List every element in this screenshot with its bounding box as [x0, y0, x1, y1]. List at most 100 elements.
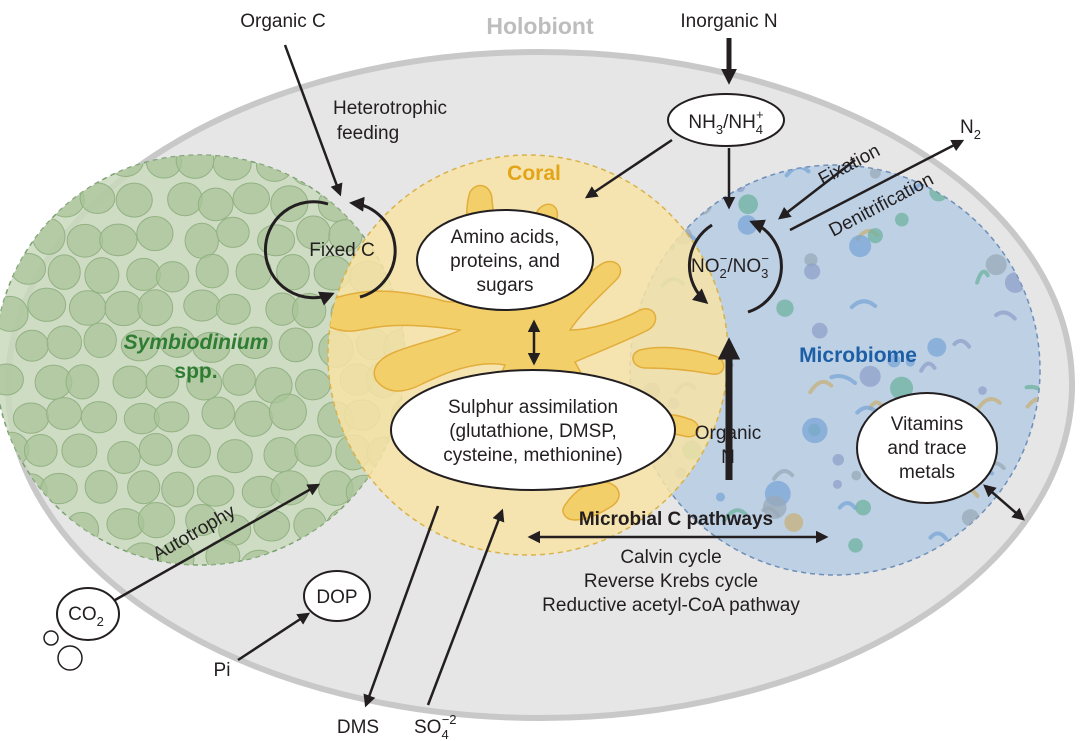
svg-text:metals: metals: [899, 462, 955, 483]
microbe-cell: [978, 386, 987, 395]
symbiodinium-cell: [0, 363, 24, 396]
symbiodinium-cell: [47, 254, 81, 290]
microbe-cell: [869, 167, 881, 179]
symbiodinium-cell: [12, 539, 47, 565]
symbiodinium-cell: [99, 223, 138, 257]
microbe-rod: [1003, 201, 1021, 213]
microbe-cell: [867, 228, 883, 244]
symbiodinium-cell: [40, 472, 78, 505]
amino-acids-node: Amino acids, proteins, and sugars: [416, 209, 594, 311]
bubble-small: [43, 630, 59, 646]
symbiodinium-cell: [161, 471, 195, 508]
dms-label: DMS: [337, 717, 379, 738]
symbiodinium-cell: [234, 400, 273, 437]
symbiodinium-cell: [104, 290, 143, 327]
symbiodinium-cell: [120, 329, 160, 362]
microbe-cell: [855, 499, 872, 516]
symbiodinium-cell: [23, 433, 58, 467]
symbiodinium-cell: [201, 396, 235, 430]
fixed-c-cycle: [263, 196, 397, 306]
sulphate-arrow: [426, 508, 505, 706]
symbiodinium-cell: [159, 540, 195, 565]
symbiodinium-cell: [145, 365, 180, 399]
microbe-cell: [927, 337, 947, 357]
symbiodinium-cell: [196, 475, 235, 507]
microbe-rod: [1002, 209, 1019, 219]
symbiodinium-cell: [79, 182, 116, 215]
microbe-rod: [928, 531, 948, 541]
symbiodinium-cell: [263, 437, 299, 473]
microbe-rod: [952, 338, 972, 349]
symbiodinium-cell: [276, 254, 310, 291]
bubble-large: [57, 645, 83, 671]
svg-text:CO2: CO2: [68, 604, 104, 629]
microbe-cell: [887, 354, 901, 368]
symbiodinium-cell: [328, 219, 363, 252]
n2-label: N2: [960, 117, 981, 142]
vitamins-arrow: [983, 484, 1025, 521]
microbe-rod: [808, 379, 834, 395]
symbiodinium-cell: [153, 401, 190, 433]
coral-label: Coral: [507, 162, 561, 185]
symbiodinium-cell: [136, 215, 174, 252]
symbiodinium-cell: [84, 469, 118, 504]
microbiome-label: Microbiome: [799, 344, 917, 367]
symbiodinium-cell: [0, 155, 27, 182]
microbe-cell: [848, 538, 863, 553]
symbiodinium-cell: [61, 433, 98, 468]
symbiodinium-cell: [80, 401, 118, 434]
microbe-cell: [784, 513, 804, 532]
symbiodinium-cell: [12, 402, 50, 434]
microbe-rod: [1024, 384, 1040, 398]
symbiodinium-cell: [68, 290, 107, 326]
microbe-rod: [849, 299, 878, 310]
symbiodinium-cell: [138, 432, 173, 466]
microbe-cell: [762, 495, 787, 520]
svg-text:cysteine, methionine): cysteine, methionine): [443, 445, 623, 466]
microbe-rod: [772, 469, 795, 481]
denitrification-arrow: [789, 139, 965, 232]
microbe-cell: [737, 215, 758, 235]
symbiodinium-cell: [107, 155, 144, 177]
microbe-rod: [994, 310, 1017, 321]
microbe-cell: [859, 365, 881, 387]
symbiodinium-cell: [185, 504, 219, 537]
microbe-cell: [802, 417, 828, 444]
symbiodinium-cell: [137, 502, 176, 539]
symbiodinium-cell: [66, 223, 104, 258]
microbe-cell: [811, 322, 828, 339]
symbiodinium-cell: [295, 368, 331, 401]
symbiodinium-cell: [237, 326, 273, 359]
microbe-rod: [975, 269, 990, 285]
symbiodinium-cell: [183, 289, 221, 322]
microbial-c-item-3: Reductive acetyl-CoA pathway: [542, 595, 800, 616]
dms-arrow: [363, 505, 440, 708]
symbiodinium-cell: [0, 224, 23, 259]
symbiodinium-cell: [46, 325, 83, 360]
symbiodinium-cell: [253, 509, 291, 542]
svg-text:(glutathione, DMSP,: (glutathione, DMSP,: [449, 421, 617, 442]
microbe-cell: [715, 492, 725, 502]
vitamins-node: Vitamins and trace metals: [856, 392, 998, 504]
microbe-cell: [849, 235, 872, 258]
symbiodinium-cell: [4, 188, 41, 222]
svg-text:NH3/NH4+: NH3/NH4+: [688, 107, 763, 137]
nitrite-nitrate-cycle: [687, 219, 783, 314]
organic-n-label-1: Organic: [695, 423, 762, 444]
microbe-cell: [738, 194, 758, 215]
symbiodinium-cell: [215, 293, 251, 325]
microbe-rod: [972, 176, 1000, 186]
symbiodinium-label: Symbiodinium: [124, 331, 269, 354]
microbe-cell: [832, 479, 842, 489]
symbiodinium-cell: [47, 182, 85, 218]
pi-to-dop-arrow: [237, 612, 311, 662]
dop-node: DOP: [303, 570, 371, 622]
symbiodinium-cell: [217, 439, 253, 474]
symbiodinium-cell: [155, 261, 190, 293]
fixed-c-label: Fixed C: [309, 240, 374, 261]
pi-label: Pi: [214, 660, 231, 681]
no2-no3-label: NO2−/NO3−: [691, 251, 769, 281]
microbe-cell: [890, 376, 914, 400]
svg-text:Vitamins: Vitamins: [891, 414, 964, 435]
